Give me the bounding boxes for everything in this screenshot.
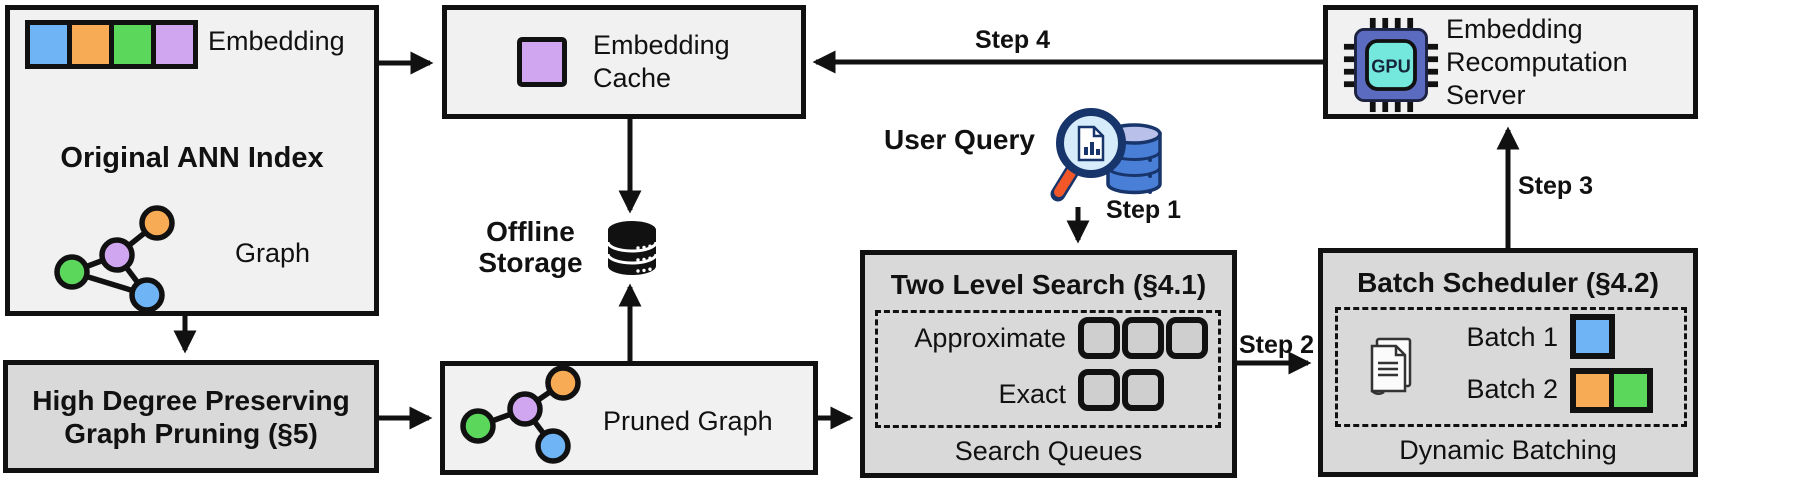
step4-label: Step 4	[975, 26, 1051, 54]
step2-label: Step 2	[1239, 331, 1315, 359]
batch2-label: Batch 2	[1466, 374, 1558, 404]
queue-slot	[1078, 317, 1120, 359]
graph-nodes-icon	[54, 205, 175, 313]
batch-scheduler-title: Batch Scheduler (§4.2)	[1357, 267, 1659, 298]
search-queues-caption: Search Queues	[954, 436, 1143, 466]
orange-embedding-square	[1576, 374, 1609, 407]
approximate-queue-slots	[1078, 317, 1208, 359]
graph-pruning-box: High Degree Preserving Graph Pruning (§5…	[3, 360, 379, 473]
queue-slot	[1166, 317, 1208, 359]
batch1-label: Batch 1	[1466, 322, 1558, 352]
orange-embedding-square	[72, 25, 109, 64]
gpu-chip-icon: GPU	[1343, 17, 1439, 113]
queue-slot	[1122, 369, 1164, 411]
pruned-graph-label: Pruned Graph	[603, 406, 773, 436]
recomputation-server-box: GPU Embedding Recomputation Server	[1323, 5, 1698, 119]
recomputation-server-label: Embedding Recomputation Server	[1446, 14, 1628, 110]
pruned-graph-box: Pruned Graph	[440, 361, 818, 475]
step1-label: Step 1	[1106, 196, 1182, 224]
step3-label: Step 3	[1518, 172, 1594, 200]
batch1-embedding-squares	[1570, 314, 1615, 359]
dynamic-batching-caption: Dynamic Batching	[1399, 435, 1617, 465]
exact-queue-slots	[1078, 369, 1164, 411]
embedding-cache-label: Embedding Cache	[593, 30, 730, 93]
blue-embedding-square	[1576, 320, 1609, 353]
svg-text:GPU: GPU	[1371, 56, 1411, 77]
graph-label: Graph	[235, 238, 311, 268]
dynamic-batching-panel: Batch 1 Batch 2	[1335, 307, 1687, 427]
exact-label: Exact	[998, 379, 1066, 409]
queue-slot	[1078, 369, 1120, 411]
graph-pruning-title: High Degree Preserving Graph Pruning (§5…	[32, 384, 350, 449]
approximate-label: Approximate	[914, 323, 1066, 353]
magnifier-database-icon	[1050, 108, 1162, 202]
batch2-embedding-squares	[1570, 368, 1653, 413]
two-level-search-title: Two Level Search (§4.1)	[890, 269, 1207, 300]
documents-stack-icon	[1370, 337, 1412, 395]
embedding-square-icon	[517, 37, 567, 87]
green-embedding-square	[1614, 374, 1647, 407]
batch-scheduler-box: Batch Scheduler (§4.2) Batch 1 Batch 2 D…	[1318, 248, 1698, 477]
database-icon	[606, 221, 658, 275]
two-level-search-box: Two Level Search (§4.1) Approximate Exac…	[860, 250, 1237, 478]
embedding-label: Embedding	[208, 26, 345, 56]
user-query-label: User Query	[884, 124, 1035, 155]
embedding-cache-box: Embedding Cache	[442, 5, 806, 119]
blue-embedding-square	[30, 25, 67, 64]
green-embedding-square	[114, 25, 151, 64]
offline-storage-label: Offline Storage	[478, 216, 583, 278]
original-ann-index-box: Embedding Original ANN Index Graph	[5, 5, 379, 316]
queue-slot	[1122, 317, 1164, 359]
search-queues-panel: Approximate Exact	[875, 310, 1221, 428]
embedding-vector-icon	[25, 20, 198, 69]
purple-embedding-square	[156, 25, 193, 64]
graph-nodes-icon	[460, 366, 581, 464]
ann-index-title: Original ANN Index	[60, 142, 324, 174]
